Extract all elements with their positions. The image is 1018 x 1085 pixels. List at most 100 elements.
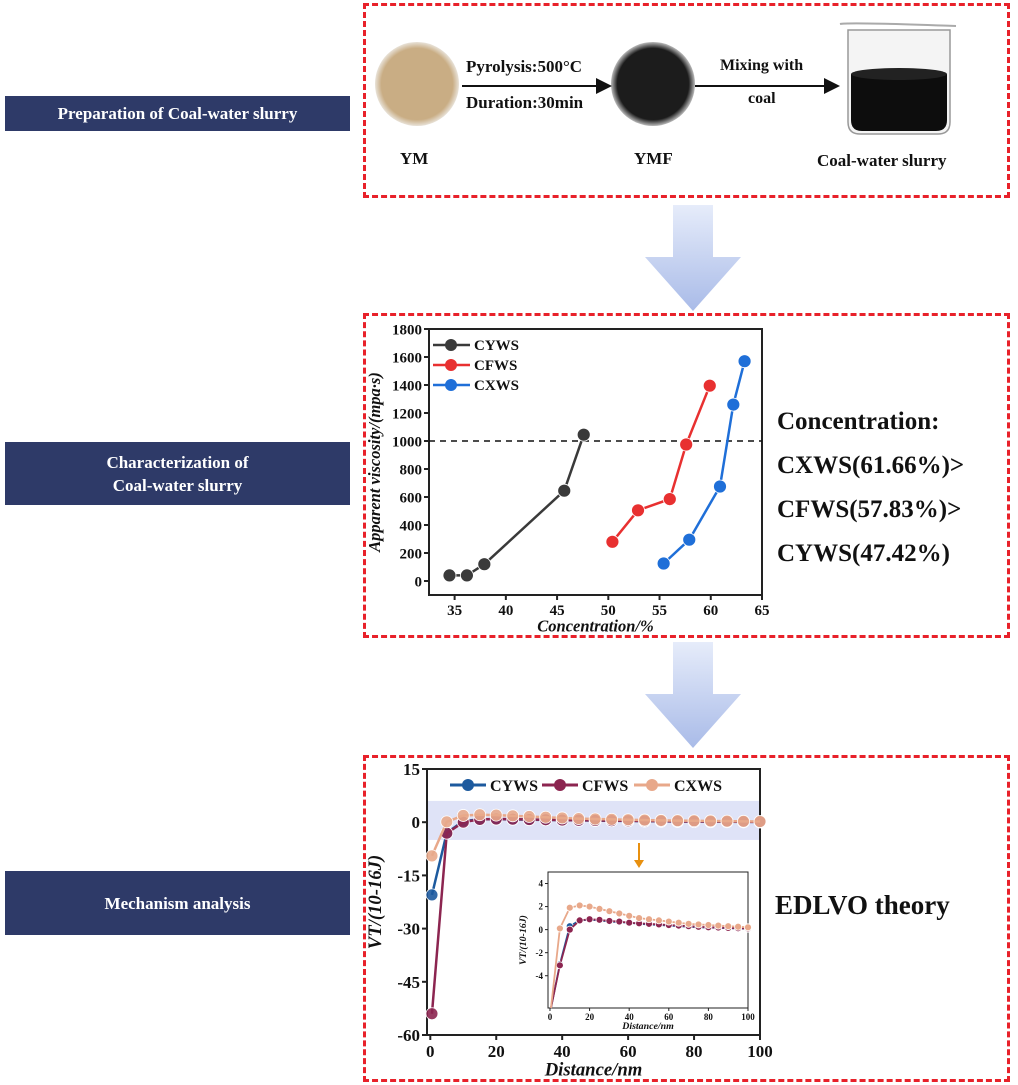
ym-label: YM [400, 149, 429, 168]
data-point-cxws [588, 812, 602, 826]
y-tick-label: -30 [397, 920, 420, 939]
data-point-cxws [737, 354, 752, 369]
inset-y-axis-label: VT/(10-16J) [518, 915, 529, 965]
section-label-line1: Characterization of [106, 452, 249, 472]
y-tick-label: -60 [397, 1026, 420, 1045]
inset-data-point-cxws [704, 921, 713, 929]
axes-frame [428, 328, 763, 596]
mixing-label: Mixing with [720, 57, 804, 74]
inset-data-point-cfws [625, 918, 634, 927]
data-point-cxws [753, 815, 767, 828]
x-tick-label: 60 [620, 1042, 637, 1061]
inset-data-point-cxws [734, 922, 742, 931]
inset-data-point-cxws [635, 914, 643, 923]
inset-data-point-cfws [575, 916, 584, 925]
inset-data-point-cxws [724, 922, 733, 931]
section-label-mechanism: Mechanism analysis [5, 871, 350, 935]
y-tick-label: 200 [400, 546, 423, 562]
data-point-cxws [572, 812, 586, 826]
inset-x-axis-label: Distance/nm [621, 1021, 674, 1032]
y-axis-label: VT/(10-16J) [365, 855, 386, 949]
inset-data-point-cfws [585, 915, 594, 924]
data-point-cxws [506, 809, 520, 823]
data-point-cfws [425, 1007, 439, 1021]
x-tick-label: 65 [755, 603, 770, 619]
legend-label-cfws: CFWS [474, 358, 517, 374]
inset-data-point-cxws [575, 901, 584, 910]
coal-water-slurry-label: Coal-water slurry [817, 151, 947, 170]
preparation-panel [363, 3, 1010, 198]
inset-data-point-cfws [605, 917, 614, 925]
data-point-cxws [656, 556, 671, 571]
data-point-cxws [489, 808, 503, 822]
y-tick-label: 400 [400, 518, 423, 534]
y-tick-label: 15 [403, 760, 420, 779]
inset-data-point-cxws [684, 919, 693, 928]
data-point-cyws [460, 568, 474, 583]
series-line-cxws [662, 360, 746, 565]
x-axis-label: Distance/nm [544, 1060, 643, 1081]
x-tick-label: 40 [554, 1042, 571, 1061]
concentration-line-1: CXWS(61.66%)> [777, 452, 965, 479]
x-tick-label: 50 [601, 603, 616, 619]
data-point-cfws [679, 437, 694, 452]
y-tick-label: 800 [400, 462, 423, 478]
data-point-cfws [605, 534, 620, 549]
x-tick-label: 55 [652, 603, 667, 619]
legend-marker-cxws [445, 379, 457, 391]
data-point-cxws [720, 814, 734, 828]
down-arrow-icon [645, 205, 741, 311]
pyrolysis-label: Pyrolysis:500°C [466, 57, 583, 76]
inset-data-point-cxws [595, 904, 604, 913]
data-point-cxws [555, 811, 569, 825]
data-point-cxws [713, 479, 727, 494]
data-point-cxws [473, 808, 487, 822]
beaker-image [839, 22, 957, 135]
data-point-cxws [687, 814, 701, 828]
y-tick-label: 0 [412, 813, 421, 832]
inset-data-point-cxws [694, 920, 703, 929]
y-axis-label: Apparent viscosity/(mpa·s) [365, 372, 384, 553]
data-point-cfws [662, 492, 677, 507]
legend-label-cfws: CFWS [582, 778, 628, 795]
inset-y-tick-label: 4 [539, 879, 544, 889]
data-point-cyws [576, 427, 591, 442]
concentration-title: Concentration: [777, 408, 940, 435]
legend-marker-cxws [646, 779, 658, 791]
inset-y-tick-label: 2 [539, 902, 544, 912]
data-point-cxws [539, 810, 553, 824]
y-tick-label: 1000 [392, 434, 422, 450]
inset-x-tick-label: 0 [548, 1012, 553, 1022]
inset-data-point-cfws [565, 925, 574, 934]
inset-y-tick-label: 0 [539, 925, 544, 935]
section-label-preparation: Preparation of Coal-water slurry [5, 96, 350, 131]
section-label-text: Preparation of Coal-water slurry [57, 104, 298, 123]
legend-marker-cfws [554, 779, 566, 791]
down-arrow-icon [645, 642, 741, 748]
x-tick-label: 60 [703, 603, 718, 619]
inset-data-point-cxws [615, 909, 624, 918]
inset-data-point-cxws [555, 924, 564, 933]
inset-x-tick-label: 40 [625, 1012, 635, 1022]
axes-frame [426, 768, 761, 1036]
data-point-cxws [726, 397, 741, 412]
y-tick-label: 1400 [392, 378, 422, 394]
inset-data-point-cxws [674, 918, 683, 927]
data-point-cxws [605, 812, 619, 826]
data-point-cyws [425, 888, 439, 902]
data-point-cxws [456, 809, 470, 822]
inset-data-point-cxws [605, 907, 614, 916]
inset-x-tick-label: 60 [664, 1012, 674, 1022]
y-tick-label: -15 [397, 866, 420, 885]
y-tick-label: -45 [397, 973, 420, 992]
legend-marker-cyws [445, 339, 457, 351]
inset-data-point-cfws [595, 915, 604, 924]
preparation-flow [375, 22, 957, 135]
data-point-cxws [737, 814, 750, 828]
inset-data-point-cxws [565, 903, 574, 912]
inset-y-tick-label: -4 [536, 971, 544, 981]
data-point-cfws [631, 503, 645, 518]
data-point-cxws [440, 815, 454, 829]
inset-x-tick-label: 80 [704, 1012, 714, 1022]
